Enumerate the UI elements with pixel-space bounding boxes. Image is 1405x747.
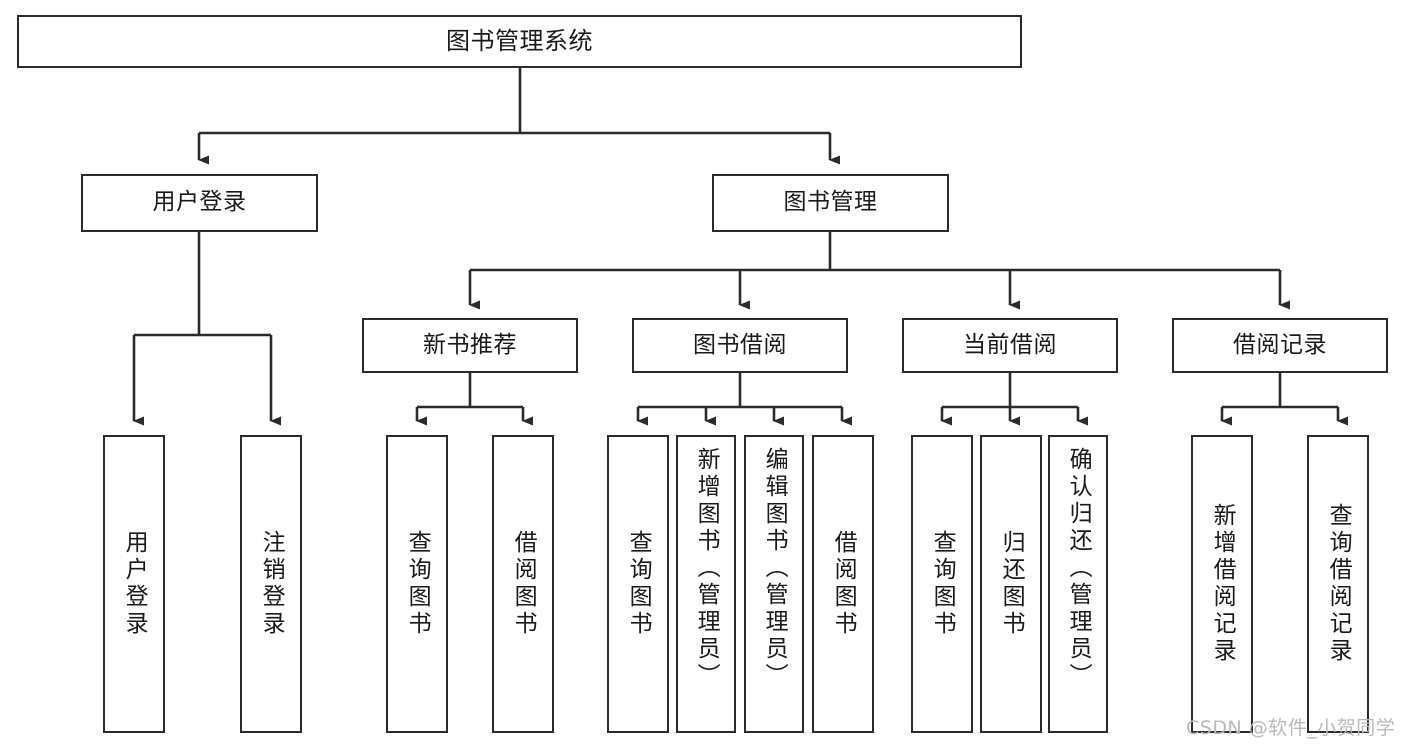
leaf-label: 归还图书: [998, 530, 1025, 638]
leaf-label: 查询图书: [404, 530, 431, 638]
leaf-new-book-recommend-1[interactable]: 查询图书: [386, 435, 448, 733]
node-borrow-record[interactable]: 借阅记录: [1172, 318, 1388, 373]
node-book-manage[interactable]: 图书管理: [712, 174, 949, 232]
leaf-current-borrow-3[interactable]: 确认归还（管理员）: [1048, 435, 1108, 733]
leaf-current-borrow-2[interactable]: 归还图书: [980, 435, 1042, 733]
leaf-new-book-recommend-2[interactable]: 借阅图书: [492, 435, 554, 733]
leaf-label: 用户登录: [121, 530, 148, 638]
leaf-label: 新增借阅记录: [1209, 503, 1236, 665]
leaf-user-login-2[interactable]: 注销登录: [240, 435, 302, 733]
leaf-label: 查询图书: [625, 530, 652, 638]
node-label: 图书管理系统: [446, 27, 593, 56]
leaf-label: 新增图书（管理员）: [693, 447, 720, 690]
leaf-borrow-record-2[interactable]: 查询借阅记录: [1307, 435, 1369, 733]
node-label: 当前借阅: [963, 331, 1057, 358]
leaf-label: 编辑图书（管理员）: [761, 447, 788, 690]
node-new-book-recommend[interactable]: 新书推荐: [362, 318, 578, 373]
node-label: 用户登录: [152, 189, 247, 216]
node-user-login[interactable]: 用户登录: [81, 174, 318, 232]
node-current-borrow[interactable]: 当前借阅: [902, 318, 1118, 373]
leaf-book-borrow-3[interactable]: 编辑图书（管理员）: [744, 435, 804, 733]
leaf-current-borrow-1[interactable]: 查询图书: [911, 435, 973, 733]
csdn-watermark: CSDN @软件_小贺同学: [1186, 717, 1396, 739]
leaf-book-borrow-4[interactable]: 借阅图书: [812, 435, 874, 733]
leaf-label: 注销登录: [258, 530, 285, 638]
leaf-book-borrow-2[interactable]: 新增图书（管理员）: [676, 435, 736, 733]
node-root-system[interactable]: 图书管理系统: [17, 15, 1022, 68]
leaf-book-borrow-1[interactable]: 查询图书: [607, 435, 669, 733]
node-book-borrow[interactable]: 图书借阅: [632, 318, 848, 373]
leaf-borrow-record-1[interactable]: 新增借阅记录: [1191, 435, 1253, 733]
leaf-user-login-1[interactable]: 用户登录: [103, 435, 165, 733]
node-label: 新书推荐: [423, 331, 517, 358]
leaf-label: 借阅图书: [510, 530, 537, 638]
leaf-label: 查询借阅记录: [1325, 503, 1352, 665]
node-label: 图书借阅: [693, 331, 787, 358]
node-label: 图书管理: [783, 189, 878, 216]
node-label: 借阅记录: [1233, 331, 1327, 358]
leaf-label: 查询图书: [929, 530, 956, 638]
leaf-label: 确认归还（管理员）: [1065, 447, 1092, 690]
leaf-label: 借阅图书: [830, 530, 857, 638]
